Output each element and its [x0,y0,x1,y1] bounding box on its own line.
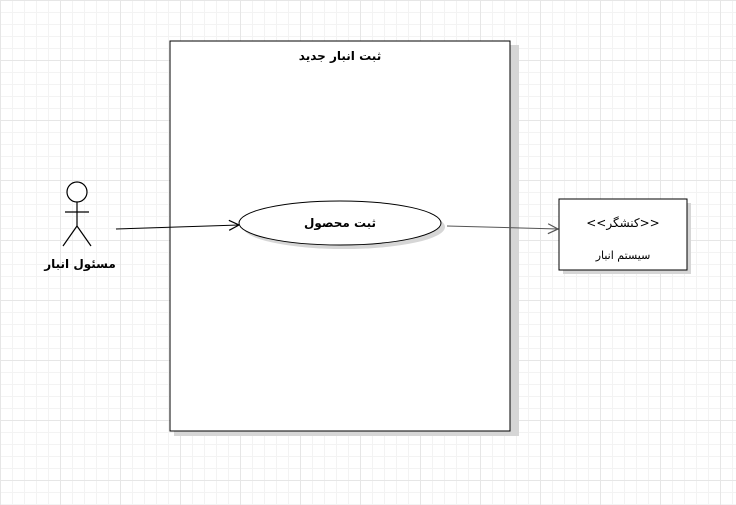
use-case-ellipse[interactable] [238,200,442,246]
external-actor-box[interactable] [558,198,688,271]
association-actor-to-use-case[interactable] [115,225,239,229]
actor-label: مسئول انبار [43,257,116,272]
use-case-label: ثبت محصول [304,216,376,231]
use-case-register-product[interactable]: ثبت محصول [238,200,445,249]
actor-warehouse-manager[interactable]: مسئول انبار [43,181,116,272]
association-use-case-to-external[interactable] [446,226,558,229]
external-actor-stereotype: <<کنشگر>> [586,216,660,231]
external-actor-warehouse-system[interactable]: <<کنشگر>> سیستم انبار [558,198,691,274]
system-boundary-title: ثبت انبار جدید [299,49,381,63]
external-actor-name: سیستم انبار [595,249,651,262]
actor-stick-figure-icon [62,181,92,247]
